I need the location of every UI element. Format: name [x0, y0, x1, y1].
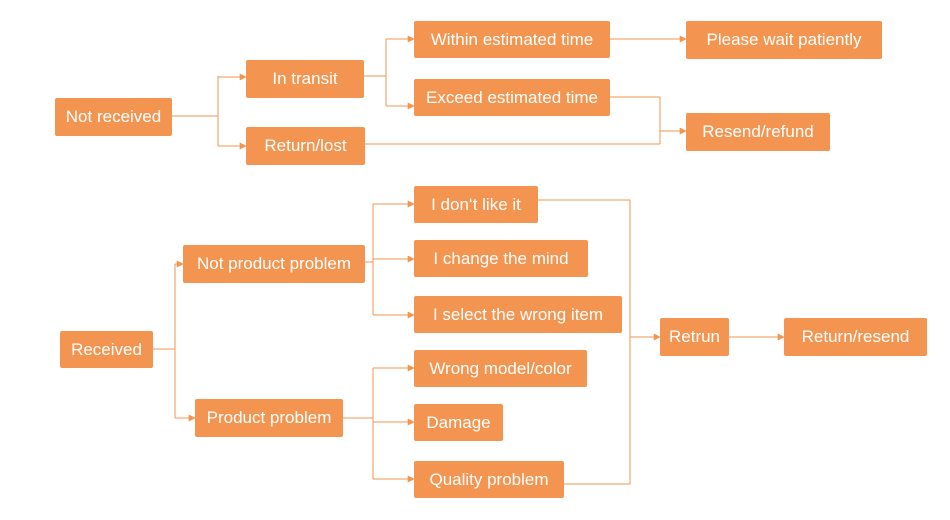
node-quality-problem: Quality problem — [414, 461, 564, 498]
node-dont-like-it: I don‘t like it — [414, 186, 538, 223]
node-change-the-mind: I change the mind — [414, 240, 588, 277]
connector-exceed-merge — [610, 96, 661, 144]
node-exceed-estimated-time: Exceed estimated time — [414, 79, 610, 116]
node-in-transit: In transit — [246, 60, 364, 98]
node-resend-refund: Resend/refund — [686, 113, 830, 151]
node-wrong-model-color: Wrong model/color — [414, 350, 587, 387]
node-retrun: Retrun — [660, 318, 729, 356]
node-please-wait-patiently: Please wait patiently — [686, 21, 882, 59]
connector-merge-spine — [538, 199, 631, 485]
node-product-problem: Product problem — [195, 399, 343, 437]
node-not-product-problem: Not product problem — [183, 245, 365, 283]
node-not-received: Not received — [55, 98, 172, 136]
node-within-estimated-time: Within estimated time — [414, 21, 610, 58]
node-return-resend: Return/resend — [784, 318, 927, 356]
node-return-lost: Return/lost — [246, 127, 365, 165]
node-damage: Damage — [414, 404, 503, 441]
node-select-wrong-item: I select the wrong item — [414, 296, 622, 333]
node-received: Received — [60, 331, 153, 368]
